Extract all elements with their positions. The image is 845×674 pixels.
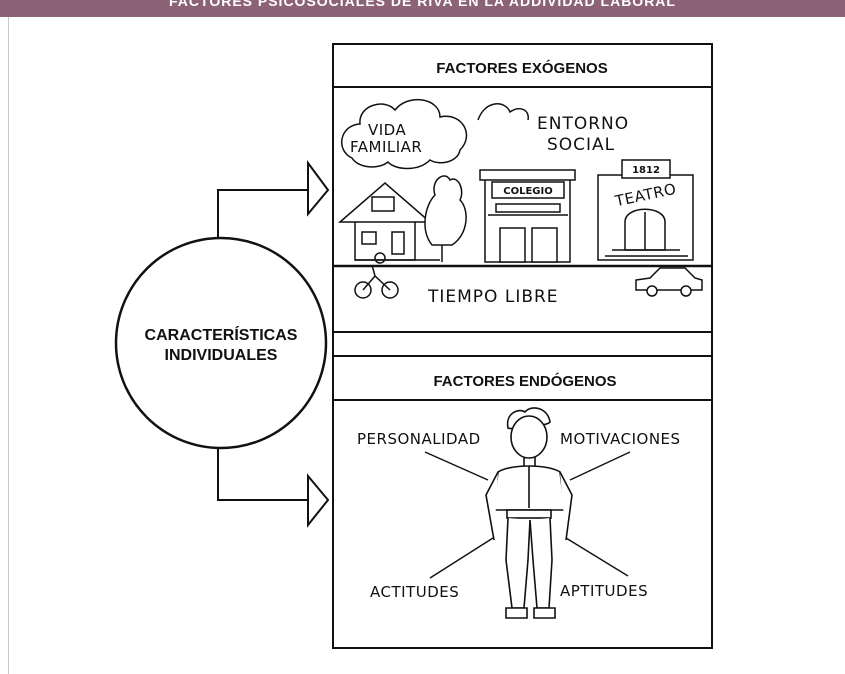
middle-band	[332, 331, 713, 357]
endogenos-panel: FACTORES ENDÓGENOS PERSONALIDAD MOTIVACI…	[332, 355, 713, 649]
endogenos-title: FACTORES ENDÓGENOS	[433, 372, 616, 390]
actitudes-label: ACTITUDES	[370, 583, 459, 601]
colegio-building-icon	[479, 169, 576, 263]
teatro-year: 1812	[632, 165, 660, 176]
pointer-lines	[424, 451, 631, 579]
tree-icon	[424, 175, 467, 262]
connector-upper	[217, 189, 308, 246]
motivaciones-label: MOTIVACIONES	[560, 430, 681, 448]
person-figure-icon	[485, 407, 573, 619]
exogenos-panel: FACTORES EXÓGENOS VIDA FAMILIAR ENTORNO …	[332, 43, 713, 333]
connector-arrows	[217, 159, 330, 528]
entorno-social-line2: SOCIAL	[547, 135, 615, 155]
page-left-rule	[8, 17, 9, 674]
car-icon	[635, 267, 703, 297]
circle-label-line1: CARACTERÍSTICAS	[145, 325, 298, 344]
vida-familiar-line2: FAMILIAR	[350, 138, 422, 156]
caracteristicas-circle: CARACTERÍSTICAS INDIVIDUALES	[114, 236, 328, 450]
teatro-building-icon	[597, 159, 694, 261]
aptitudes-label: APTITUDES	[560, 582, 648, 600]
tiempo-libre-label: TIEMPO LIBRE	[427, 287, 559, 307]
entorno-social-line1: ENTORNO	[537, 114, 629, 134]
header-title: FACTORES PSICOSOCIALES DE RIVA EN LA ADD…	[169, 0, 676, 9]
personalidad-label: PERSONALIDAD	[357, 430, 481, 448]
bicycle-icon	[354, 252, 399, 299]
arrow-lower-icon	[307, 473, 330, 528]
header-bar: FACTORES PSICOSOCIALES DE RIVA EN LA ADD…	[0, 0, 845, 17]
vida-familiar-line1: VIDA	[368, 121, 406, 139]
circle-label-line2: INDIVIDUALES	[165, 347, 278, 364]
colegio-label: COLEGIO	[503, 186, 552, 197]
smoke-icon	[477, 103, 529, 121]
exogenos-title: FACTORES EXÓGENOS	[436, 59, 607, 77]
connector-lower	[217, 436, 308, 501]
arrow-upper-icon	[307, 159, 330, 217]
cloud-icon	[341, 98, 468, 170]
